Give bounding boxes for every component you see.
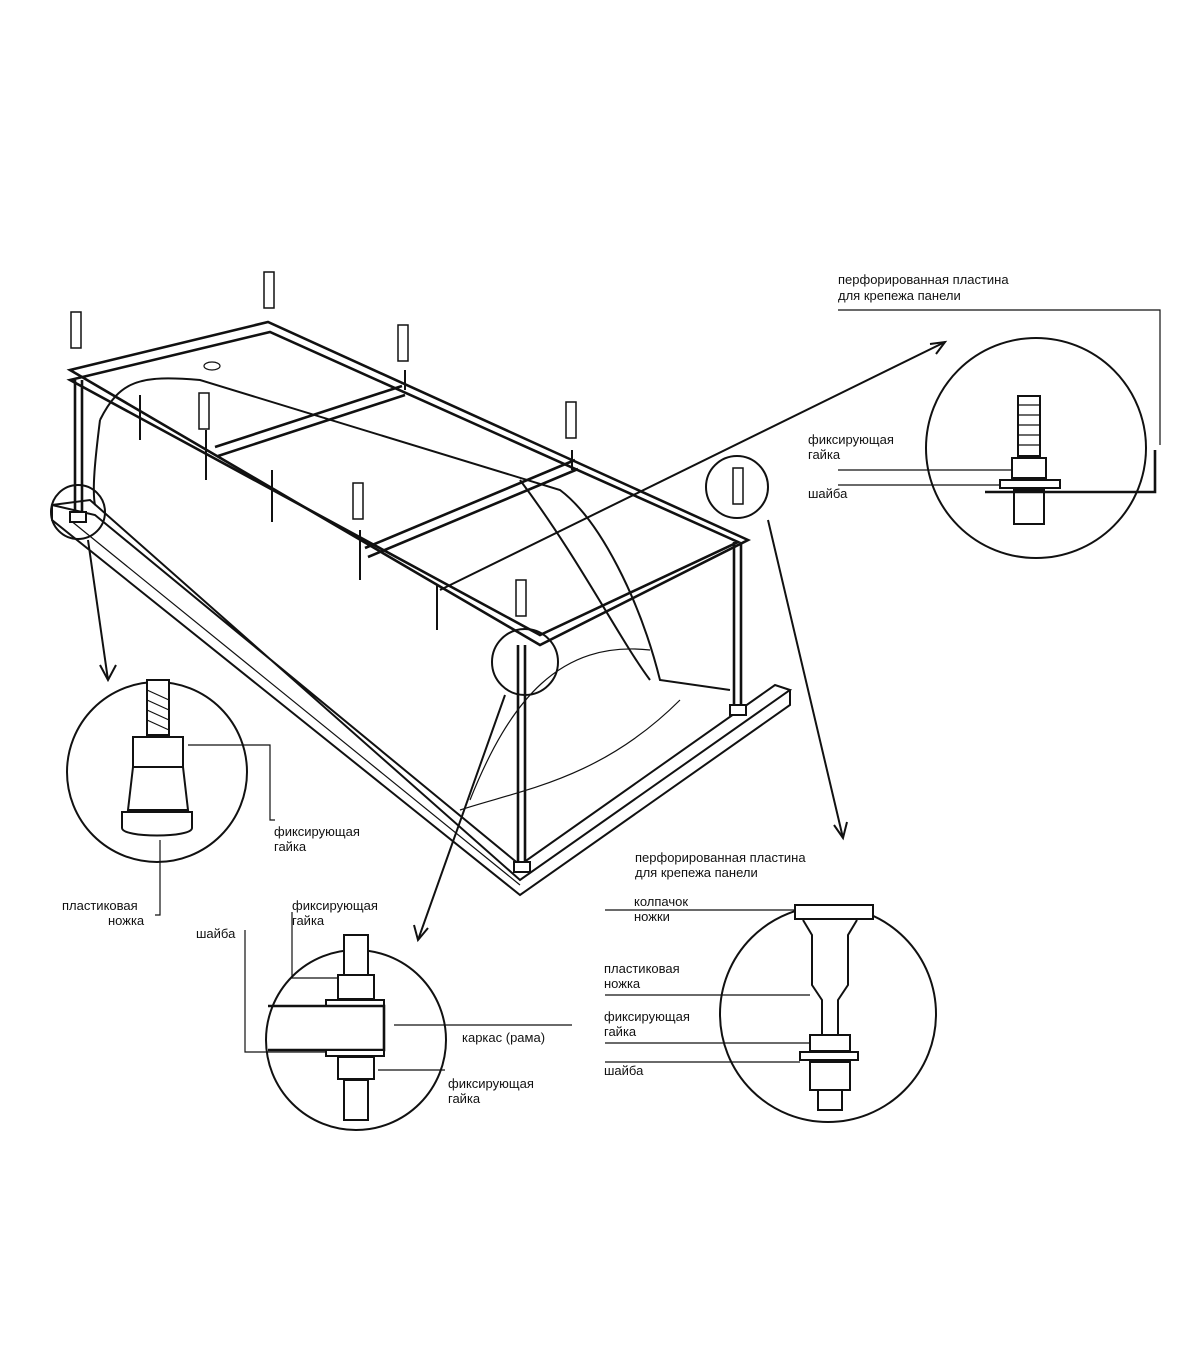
detail-panel-plate [838, 309, 1161, 559]
label-foot-nut-1: фиксирующая [274, 824, 360, 839]
label-leg-nut-1: фиксирующая [604, 1009, 690, 1024]
callout-ring-frame [491, 628, 559, 696]
label-nut-top-1: фиксирующая [808, 432, 894, 447]
label-frame-body: каркас (рама) [462, 1030, 545, 1045]
label-leg-plate-1: перфорированная пластина [635, 850, 806, 865]
label-foot-leg-2: ножка [108, 913, 145, 928]
label-frame-nut1-2: гайка [292, 913, 325, 928]
label-leg-plastic-2: ножка [604, 976, 641, 991]
detail-foot [66, 679, 275, 916]
label-nut-top-2: гайка [808, 447, 841, 462]
support-frame [66, 271, 752, 873]
label-foot-leg-1: пластиковая [62, 898, 138, 913]
tub-body [99, 377, 731, 691]
label-leg-cap-1: колпачок [634, 894, 688, 909]
label-leg-nut-2: гайка [604, 1024, 637, 1039]
label-plate-top-2: для крепежа панели [838, 288, 961, 303]
label-frame-nut2-2: гайка [448, 1091, 481, 1106]
callout-ring-leg [705, 455, 769, 519]
label-leg-plastic-1: пластиковая [604, 961, 680, 976]
labels: перфорированная пластина для крепежа пан… [62, 272, 1009, 1106]
label-plate-top-1: перфорированная пластина [838, 272, 1009, 287]
label-washer-top: шайба [808, 486, 848, 501]
label-frame-nut2-1: фиксирующая [448, 1076, 534, 1091]
tub-rim [51, 498, 793, 882]
label-leg-plate-2: для крепежа панели [635, 865, 758, 880]
label-leg-cap-2: ножки [634, 909, 670, 924]
detail-leg [605, 904, 937, 1123]
label-frame-washer: шайба [196, 926, 236, 941]
bathtub-drawing [51, 361, 793, 897]
label-leg-washer: шайба [604, 1063, 644, 1078]
bolt [70, 271, 744, 617]
detail-frame-joint [244, 912, 572, 1131]
callout-arrows [87, 340, 948, 943]
callout-ring-foot [50, 484, 106, 540]
label-frame-nut1-1: фиксирующая [292, 898, 378, 913]
label-foot-nut-2: гайка [274, 839, 307, 854]
